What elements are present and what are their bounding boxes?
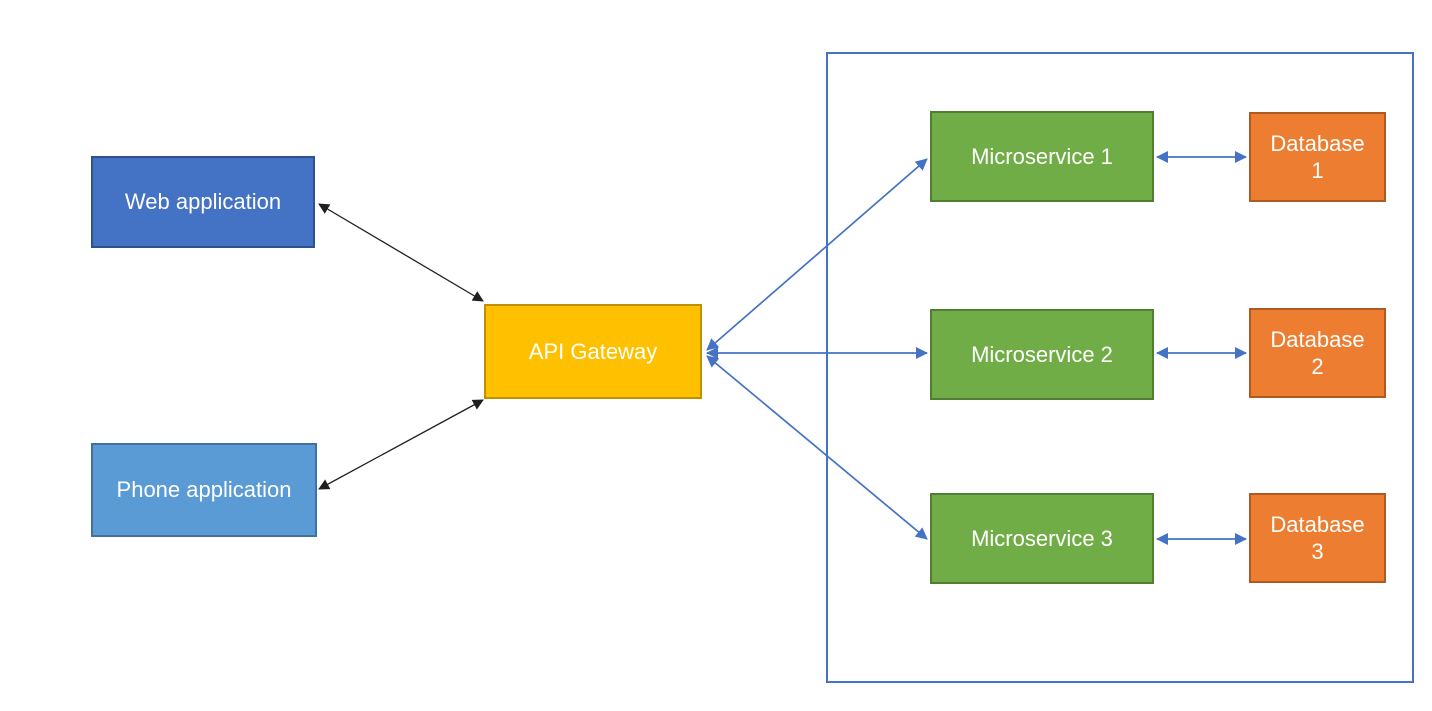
- node-phone-application: Phone application: [91, 443, 317, 537]
- node-database-3: Database 3: [1249, 493, 1386, 583]
- node-microservice-2-label: Microservice 2: [971, 341, 1113, 367]
- node-database-2: Database 2: [1249, 308, 1386, 398]
- node-database-1: Database 1: [1249, 112, 1386, 202]
- node-microservice-1: Microservice 1: [930, 111, 1154, 202]
- node-web-application: Web application: [91, 156, 315, 248]
- connector-webapp-gateway: [318, 203, 484, 302]
- node-api-gateway: API Gateway: [484, 304, 702, 399]
- node-microservice-3-label: Microservice 3: [971, 525, 1113, 551]
- node-database-3-label: Database 3: [1270, 511, 1365, 565]
- node-phone-application-label: Phone application: [116, 477, 292, 503]
- node-web-application-label: Web application: [124, 189, 282, 215]
- node-microservice-3: Microservice 3: [930, 493, 1154, 584]
- connector-phoneapp-gateway: [318, 399, 484, 490]
- node-microservice-2: Microservice 2: [930, 309, 1154, 400]
- node-database-1-label: Database 1: [1270, 130, 1365, 184]
- node-database-2-label: Database 2: [1270, 326, 1365, 380]
- node-api-gateway-label: API Gateway: [528, 338, 658, 364]
- node-microservice-1-label: Microservice 1: [971, 143, 1113, 169]
